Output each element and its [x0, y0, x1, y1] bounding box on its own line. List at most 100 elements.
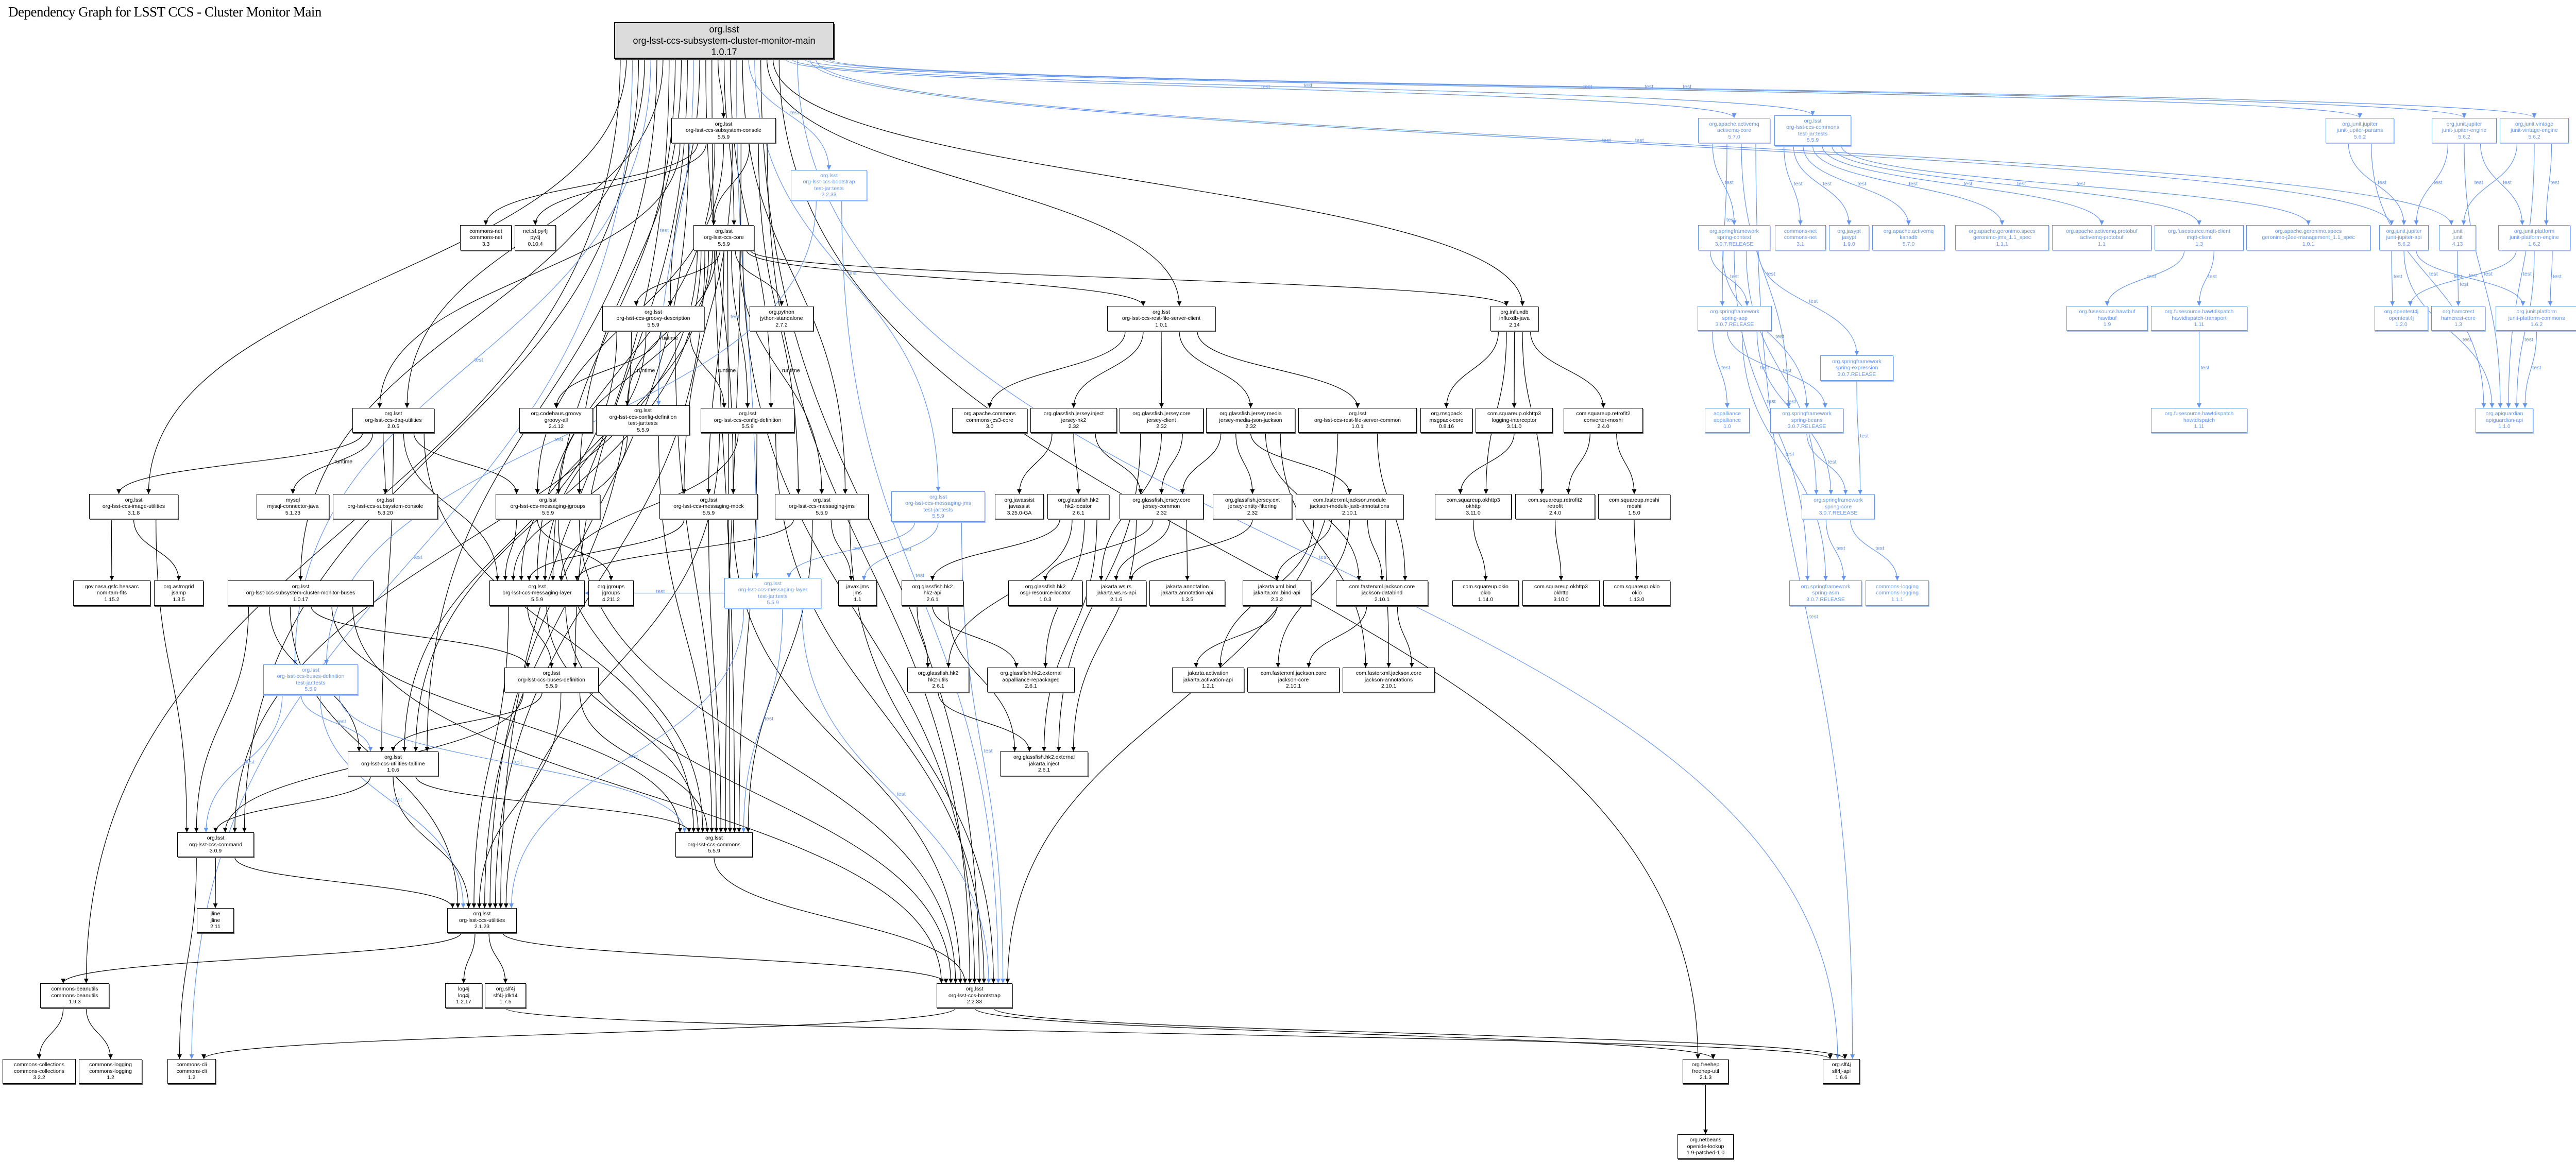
- artifact-node-slf4j-jdk14[interactable]: org.slf4jslf4j-jdk141.7.5: [485, 983, 526, 1008]
- artifact-node-spring-core[interactable]: org.springframeworkspring-core3.0.7.RELE…: [1802, 494, 1875, 519]
- artifact-node-commons-net31[interactable]: commons-netcommons-net3.1: [1775, 225, 1826, 250]
- artifact-node-messaging-jgroups[interactable]: org.lsstorg-lsst-ccs-messaging-jgroups5.…: [496, 494, 600, 519]
- artifact-node-beanutils[interactable]: commons-beanutilscommons-beanutils1.9.3: [40, 983, 109, 1008]
- artifact-node-hk2-locator[interactable]: org.glassfish.hk2hk2-locator2.6.1: [1047, 494, 1109, 519]
- artifact-node-influxdb[interactable]: org.influxdbinfluxdb-java2.14: [1490, 306, 1538, 331]
- artifact-node-okio114[interactable]: com.squareup.okiookio1.14.0: [1452, 580, 1519, 606]
- artifact-node-ws-rs-api[interactable]: jakarta.ws.rsjakarta.ws.rs-api2.1.6: [1086, 580, 1146, 606]
- artifact-node-console-5320[interactable]: org.lsstorg-lsst-ccs-subsystem-console5.…: [333, 494, 438, 519]
- artifact-node-javassist[interactable]: org.javassistjavassist3.25.0-GA: [995, 494, 1044, 519]
- artifact-node-geronimo-jms[interactable]: org.apache.geronimo.specsgeronimo-jms_1.…: [1955, 225, 2049, 250]
- artifact-node-annotation-api[interactable]: jakarta.annotationjakarta.annotation-api…: [1149, 580, 1225, 606]
- artifact-node-slf4j-api[interactable]: org.slf4jslf4j-api1.6.6: [1823, 1059, 1860, 1084]
- artifact-node-jackson-databind[interactable]: com.fasterxml.jackson.corejackson-databi…: [1336, 580, 1428, 606]
- artifact-node-converter-moshi[interactable]: com.squareup.retrofit2converter-moshi2.4…: [1564, 408, 1643, 433]
- artifact-node-command[interactable]: org.lsstorg-lsst-ccs-command3.0.9: [177, 832, 254, 857]
- artifact-node-activation-api[interactable]: jakarta.activationjakarta.activation-api…: [1172, 668, 1244, 692]
- artifact-node-spring-expression[interactable]: org.springframeworkspring-expression3.0.…: [1820, 355, 1893, 381]
- artifact-node-jgroups[interactable]: org.jgroupsjgroups4.211.2: [588, 580, 634, 606]
- artifact-node-spring-asm[interactable]: org.springframeworkspring-asm3.0.7.RELEA…: [1789, 580, 1862, 606]
- artifact-node-junit[interactable]: junitjunit4.13: [2439, 225, 2476, 250]
- artifact-node-xml-bind-api[interactable]: jakarta.xml.bindjakarta.xml.bind-api2.3.…: [1243, 580, 1311, 606]
- artifact-node-console[interactable]: org.lsstorg-lsst-ccs-subsystem-console5.…: [671, 118, 776, 143]
- artifact-node-activemq-core[interactable]: org.apache.activemqactivemq-core5.7.0: [1698, 118, 1770, 143]
- artifact-node-mqtt-client[interactable]: org.fusesource.mqtt-clientmqtt-client1.3: [2155, 225, 2244, 250]
- artifact-node-bootstrap[interactable]: org.lsstorg-lsst-ccs-bootstrap2.2.33: [937, 983, 1012, 1008]
- artifact-node-messaging-mock[interactable]: org.lsstorg-lsst-ccs-messaging-mock5.5.9: [659, 494, 758, 519]
- artifact-node-messaging-jms-test[interactable]: org.lsstorg-lsst-ccs-messaging-jmstest-j…: [891, 491, 985, 522]
- artifact-node-hawtdispatch[interactable]: org.fusesource.hawtdispatchhawtdispatch1…: [2151, 408, 2247, 433]
- artifact-node-commons-cli[interactable]: commons-clicommons-cli1.2: [167, 1059, 216, 1084]
- artifact-node-logging-interceptor[interactable]: com.squareup.okhttp3logging-interceptor3…: [1476, 408, 1553, 433]
- artifact-node-jersey-client[interactable]: org.glassfish.jersey.corejersey-client2.…: [1120, 408, 1204, 433]
- artifact-node-aopalliance-rep[interactable]: org.glassfish.hk2.externalaopalliance-re…: [987, 668, 1075, 692]
- artifact-node-jersey-hk2[interactable]: org.glassfish.jersey.injectjersey-hk22.3…: [1030, 408, 1117, 433]
- artifact-node-spring-context[interactable]: org.springframeworkspring-context3.0.7.R…: [1698, 225, 1770, 250]
- artifact-node-okhttp311[interactable]: com.squareup.okhttp3okhttp3.11.0: [1435, 494, 1512, 519]
- artifact-node-okhttp310[interactable]: com.squareup.okhttp3okhttp3.10.0: [1522, 580, 1600, 606]
- artifact-node-log4j[interactable]: log4jlog4j1.2.17: [445, 983, 482, 1008]
- artifact-node-jersey-common[interactable]: org.glassfish.jersey.corejersey-common2.…: [1120, 494, 1204, 519]
- artifact-node-platform-engine[interactable]: org.junit.platformjunit-platform-engine1…: [2498, 225, 2570, 250]
- artifact-node-freehep-util[interactable]: org.freehepfreehep-util2.1.3: [1683, 1059, 1728, 1084]
- artifact-node-utilities[interactable]: org.lsstorg-lsst-ccs-utilities2.1.23: [447, 908, 517, 933]
- artifact-node-py4j[interactable]: net.sf.py4jpy4j0.10.4: [515, 225, 556, 250]
- artifact-node-bootstrap-test[interactable]: org.lsstorg-lsst-ccs-bootstraptest-jar:t…: [791, 170, 867, 200]
- artifact-node-msgpack[interactable]: org.msgpackmsgpack-core0.8.16: [1420, 408, 1472, 433]
- artifact-node-jupiter-api[interactable]: org.junit.jupiterjunit-jupiter-api5.6.2: [2379, 225, 2429, 250]
- artifact-node-jsamp[interactable]: org.astrogridjsamp1.3.5: [154, 580, 204, 606]
- artifact-node-nom-tam-fits[interactable]: gov.nasa.gsfc.heasarcnom-tam-fits1.15.2: [73, 580, 150, 606]
- artifact-node-commons-collections[interactable]: commons-collectionscommons-collections3.…: [3, 1059, 76, 1084]
- artifact-node-jackson-core[interactable]: com.fasterxml.jackson.corejackson-core2.…: [1247, 668, 1340, 692]
- artifact-node-jakarta-inject[interactable]: org.glassfish.hk2.externaljakarta.inject…: [1000, 751, 1088, 776]
- artifact-node-commons-net33[interactable]: commons-netcommons-net3.3: [460, 225, 512, 250]
- artifact-node-hk2-utils[interactable]: org.glassfish.hk2hk2-utils2.6.1: [907, 668, 969, 692]
- artifact-node-config-def-test[interactable]: org.lsstorg-lsst-ccs-config-definitionte…: [596, 405, 690, 435]
- artifact-node-retrofit[interactable]: com.squareup.retrofit2retrofit2.4.0: [1515, 494, 1595, 519]
- artifact-node-jasypt[interactable]: org.jasyptjasypt1.9.0: [1829, 225, 1869, 250]
- artifact-node-config-def[interactable]: org.lsstorg-lsst-ccs-config-definition5.…: [701, 408, 794, 433]
- artifact-node-okio113[interactable]: com.squareup.okiookio1.13.0: [1603, 580, 1670, 606]
- artifact-node-hawtbuf[interactable]: org.fusesource.hawtbufhawtbuf1.9: [2066, 306, 2148, 331]
- artifact-node-cluster-buses[interactable]: org.lsstorg-lsst-ccs-subsystem-cluster-m…: [228, 580, 374, 606]
- artifact-node-moshi[interactable]: com.squareup.moshimoshi1.5.0: [1598, 494, 1670, 519]
- artifact-node-ccs-commons[interactable]: org.lsstorg-lsst-ccs-commons5.5.9: [675, 832, 753, 857]
- artifact-node-messaging-layer[interactable]: org.lsstorg-lsst-ccs-messaging-layer5.5.…: [489, 580, 585, 606]
- artifact-node-groovy-desc[interactable]: org.lsstorg-lsst-ccs-groovy-description5…: [602, 306, 704, 331]
- root-artifact-node[interactable]: org.lsstorg-lsst-ccs-subsystem-cluster-m…: [614, 22, 834, 59]
- artifact-node-messaging-jms[interactable]: org.lsstorg-lsst-ccs-messaging-jms5.5.9: [775, 494, 869, 519]
- artifact-node-rest-common[interactable]: org.lsstorg-lsst-ccs-rest-file-server-co…: [1298, 408, 1417, 433]
- artifact-node-buses-def-test[interactable]: org.lsstorg-lsst-ccs-buses-definitiontes…: [263, 664, 358, 695]
- artifact-node-apiguardian[interactable]: org.apiguardianapiguardian-api1.1.0: [2476, 408, 2533, 433]
- artifact-node-commons-test[interactable]: org.lsstorg-lsst-ccs-commonstest-jar:tes…: [1774, 115, 1851, 146]
- artifact-node-jupiter-engine[interactable]: org.junit.jupiterjunit-jupiter-engine5.6…: [2432, 118, 2497, 143]
- artifact-node-mysql[interactable]: mysqlmysql-connector-java5.1.23: [257, 494, 329, 519]
- artifact-node-groovy-all[interactable]: org.codehaus.groovygroovy-all2.4.12: [519, 408, 593, 433]
- artifact-node-hk2-api[interactable]: org.glassfish.hk2hk2-api2.6.1: [902, 580, 963, 606]
- artifact-node-opentest4j[interactable]: org.opentest4jopentest4j1.2.0: [2375, 306, 2428, 331]
- artifact-node-jaxb-annotations[interactable]: com.fasterxml.jackson.modulejackson-modu…: [1296, 494, 1403, 519]
- artifact-node-taitime[interactable]: org.lsstorg-lsst-ccs-utilities-taitime1.…: [348, 751, 438, 776]
- artifact-node-spring-aop[interactable]: org.springframeworkspring-aop3.0.7.RELEA…: [1698, 306, 1772, 331]
- artifact-node-platform-commons[interactable]: org.junit.platformjunit-platform-commons…: [2496, 306, 2576, 331]
- artifact-node-hawtdispatch-transport[interactable]: org.fusesource.hawtdispatchhawtdispatch-…: [2151, 306, 2247, 331]
- artifact-node-jackson-annotations[interactable]: com.fasterxml.jackson.corejackson-annota…: [1343, 668, 1435, 692]
- artifact-node-vintage-engine[interactable]: org.junit.vintagejunit-vintage-engine5.6…: [2500, 118, 2569, 143]
- artifact-node-jython[interactable]: org.pythonjython-standalone2.7.2: [750, 306, 814, 331]
- artifact-node-javax-jms[interactable]: javax.jmsjms1.1: [838, 580, 877, 606]
- artifact-node-osgi-locator[interactable]: org.glassfish.hk2osgi-resource-locator1.…: [1008, 580, 1082, 606]
- artifact-node-commons-jcs3[interactable]: org.apache.commonscommons-jcs3-core3.0: [952, 408, 1027, 433]
- artifact-node-commons-logging111[interactable]: commons-loggingcommons-logging1.1.1: [1866, 580, 1929, 606]
- artifact-node-jline[interactable]: jlinejline2.11: [197, 908, 234, 933]
- artifact-node-aopalliance[interactable]: aopallianceaopalliance1.0: [1705, 408, 1750, 433]
- artifact-node-image-utilities[interactable]: org.lsstorg-lsst-ccs-image-utilities3.1.…: [89, 494, 178, 519]
- artifact-node-jersey-json[interactable]: org.glassfish.jersey.mediajersey-media-j…: [1206, 408, 1295, 433]
- artifact-node-spring-beans[interactable]: org.springframeworkspring-beans3.0.7.REL…: [1770, 408, 1843, 433]
- artifact-node-core[interactable]: org.lsstorg-lsst-ccs-core5.5.9: [693, 225, 754, 250]
- artifact-node-openide[interactable]: org.netbeansopenide-lookup1.9-patched-1.…: [1677, 1134, 1734, 1159]
- artifact-node-buses-def[interactable]: org.lsstorg-lsst-ccs-buses-definition5.5…: [504, 668, 599, 692]
- artifact-node-activemq-protobuf[interactable]: org.apache.activemq.protobufactivemq-pro…: [2052, 225, 2151, 250]
- artifact-node-daq-utilities[interactable]: org.lsstorg-lsst-ccs-daq-utilities2.0.5: [352, 408, 434, 433]
- artifact-node-messaging-layer-test[interactable]: org.lsstorg-lsst-ccs-messaging-layertest…: [724, 578, 821, 608]
- artifact-node-hamcrest[interactable]: org.hamcresthamcrest-core1.3: [2431, 306, 2485, 331]
